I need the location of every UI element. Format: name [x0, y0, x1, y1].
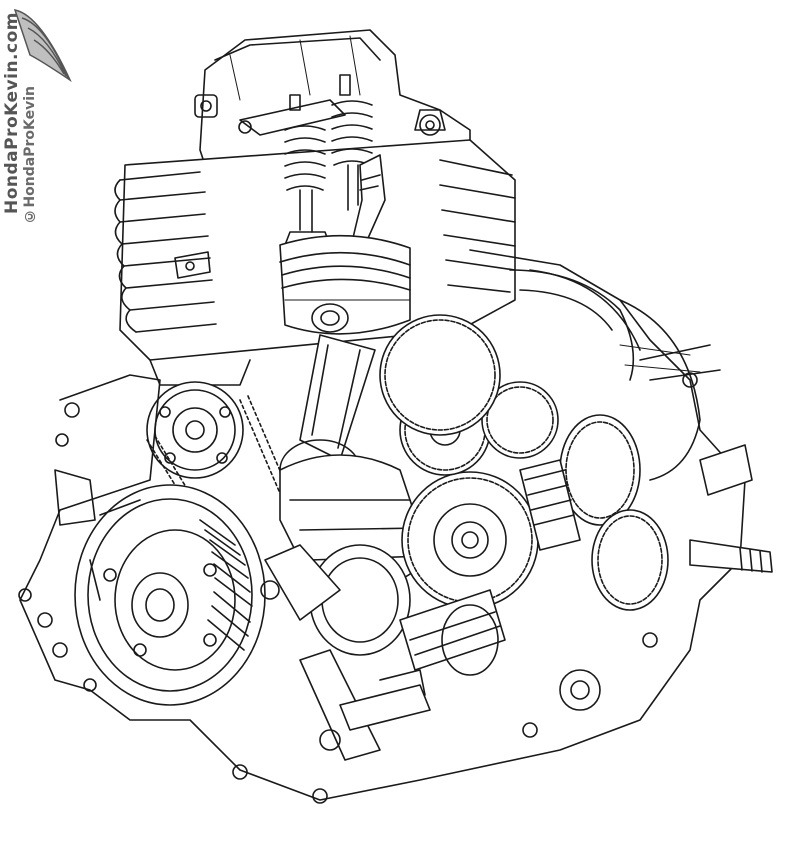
crankshaft — [260, 454, 431, 656]
piston — [279, 234, 411, 335]
crankcase — [18, 249, 746, 804]
watermark-text-copyright: ©HondaProKevin — [22, 86, 38, 224]
shift-drum — [299, 589, 658, 761]
wing-logo-icon — [13, 9, 72, 83]
clutch-assembly — [74, 484, 266, 706]
watermark-text-site: HondaProKevin.com — [2, 12, 22, 215]
output-shaft — [639, 344, 773, 573]
transmission-gears — [379, 269, 701, 611]
watermark: HondaProKevin.com ©HondaProKevin — [0, 0, 72, 290]
flywheel-cover — [509, 269, 701, 381]
